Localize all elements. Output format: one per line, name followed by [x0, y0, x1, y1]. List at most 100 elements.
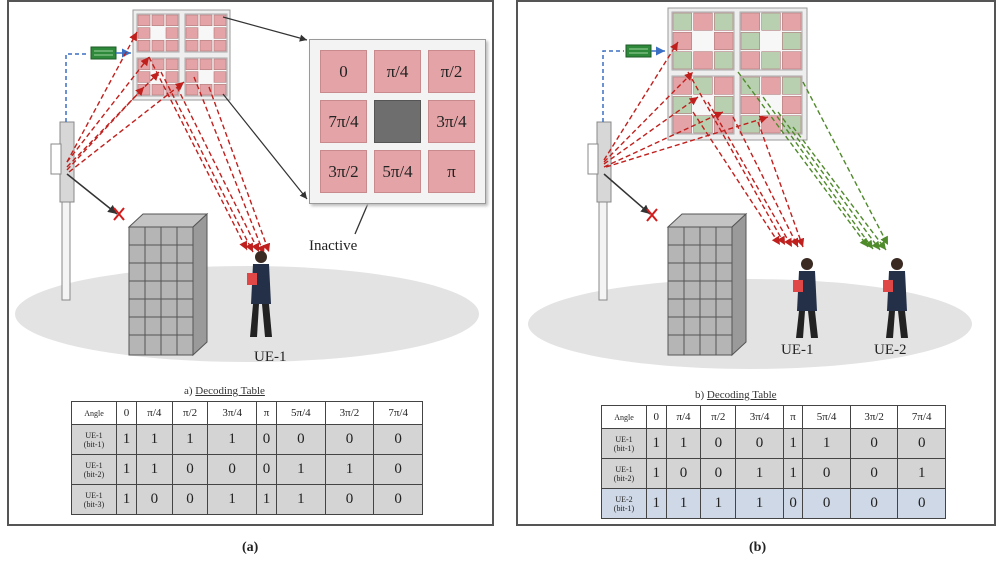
table-cell: 0: [255, 424, 278, 455]
ris-element: [199, 84, 213, 96]
table-cell: 1: [255, 484, 278, 515]
table-cell: 1: [646, 458, 667, 489]
ris-element-phase: π: [428, 150, 475, 193]
ris-element: [213, 58, 227, 70]
person-icon: [883, 258, 908, 338]
table-cell: 0: [373, 454, 423, 485]
table-header-cell: 7π/4: [373, 401, 423, 425]
ris-element: [782, 32, 802, 50]
table-header-angle: Angle: [71, 401, 117, 425]
ris-element: [740, 12, 760, 31]
row-label-bit: (bit-3): [83, 499, 105, 509]
table-cell: 0: [802, 488, 851, 519]
ris-element-phase: π/4: [374, 50, 421, 93]
beam-arrow: [762, 96, 874, 250]
ris-element-phase: 7π/4: [320, 100, 367, 143]
ris-element-phase: 3π/2: [320, 150, 367, 193]
table-header-cell: π: [255, 401, 278, 425]
ris-element: [137, 71, 151, 83]
table-cell: 1: [646, 488, 667, 519]
ris-element: [782, 96, 802, 114]
table-header-cell: 7π/4: [897, 405, 946, 429]
row-label-user: UE-1: [85, 430, 103, 440]
table-cell: 1: [136, 454, 173, 485]
table-cell: 0: [324, 424, 375, 455]
table-header-cell: 5π/4: [802, 405, 851, 429]
table-cell: 0: [207, 454, 257, 485]
ris-element: [693, 76, 713, 95]
building-icon: [666, 212, 748, 357]
table-cell: 1: [207, 424, 257, 455]
beam-arrow: [148, 56, 248, 251]
beam-arrow: [66, 31, 138, 163]
ris-element: [782, 115, 802, 134]
table-cell: 0: [700, 458, 737, 489]
table-header-cell: π/4: [136, 401, 173, 425]
table-header-cell: 0: [646, 405, 667, 429]
table-cell: 0: [897, 428, 946, 459]
ris-element: [185, 84, 199, 96]
ris-element: [213, 40, 227, 52]
table-cell: 0: [782, 488, 804, 519]
controller-board-icon: [90, 46, 117, 60]
table-cell: 0: [849, 488, 899, 519]
direct-link: [66, 173, 118, 215]
row-label-bit: (bit-2): [83, 469, 105, 479]
beam-arrow: [777, 111, 881, 251]
ris-element: [185, 58, 199, 70]
row-label-user: UE-1: [615, 464, 633, 474]
table-cell: 1: [700, 488, 737, 519]
row-label-bit: (bit-2): [613, 473, 635, 483]
ris-element: [714, 76, 734, 95]
table-cell: 0: [171, 484, 209, 515]
ris-element: [672, 32, 692, 50]
ris-element: [740, 32, 760, 50]
ris-element: [151, 84, 165, 96]
table-cell: 1: [115, 484, 138, 515]
person-icon: [247, 251, 272, 337]
ris-element: [714, 12, 734, 31]
ris-element: [672, 51, 692, 70]
table-cell: 1: [115, 424, 138, 455]
ris-element: [199, 58, 213, 70]
table-cell: 0: [849, 428, 899, 459]
row-label-bit: (bit-1): [613, 503, 635, 513]
row-label-user: UE-1: [85, 490, 103, 500]
blocked-x-icon: [113, 207, 125, 221]
table-header-cell: π/4: [665, 405, 702, 429]
ris-element: [165, 14, 179, 26]
ris-element: [672, 96, 692, 114]
table-cell: 1: [207, 484, 257, 515]
row-label-user: UE-1: [615, 434, 633, 444]
inactive-label: Inactive: [309, 238, 358, 254]
table-cell: 1: [646, 428, 667, 459]
ris-element: [165, 27, 179, 39]
beam-arrow: [208, 86, 271, 253]
decoding-table-caption: b) Decoding Table: [695, 389, 777, 401]
decoding-table-link: Decoding Table: [195, 385, 265, 397]
table-cell: 1: [735, 488, 784, 519]
row-label: UE-1(bit-2): [71, 454, 117, 485]
beam-arrow: [66, 86, 145, 171]
ris-element-inactive: [374, 100, 421, 143]
table-cell: 1: [782, 458, 804, 489]
beam-arrow: [603, 41, 679, 161]
beam-group: [66, 31, 271, 255]
ris-element: [714, 32, 734, 50]
table-cell: 1: [324, 454, 375, 485]
ris-element: [213, 27, 227, 39]
table-header-cell: 3π/2: [324, 401, 375, 425]
ue-2-label: UE-2: [874, 342, 907, 358]
beam-arrow: [792, 126, 887, 251]
table-cell: 0: [802, 458, 851, 489]
ris-element: [672, 76, 692, 95]
row-label-user: UE-1: [85, 460, 103, 470]
table-cell: 1: [802, 428, 851, 459]
ris-element: [151, 14, 165, 26]
ris-element: [672, 115, 692, 134]
table-header-angle: Angle: [601, 405, 647, 429]
